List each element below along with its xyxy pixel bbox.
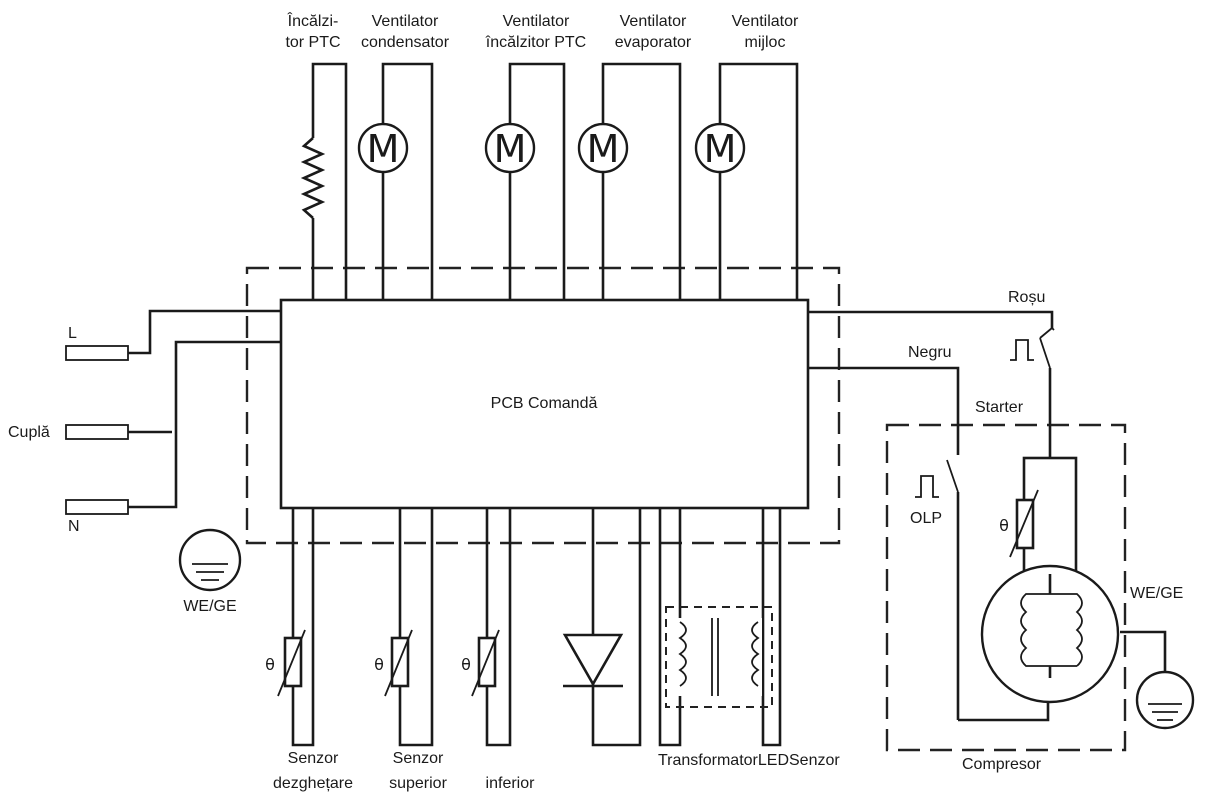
motor-icon-evaporator: M — [577, 122, 629, 174]
label-n: N — [68, 518, 80, 535]
svg-text:M: M — [704, 127, 737, 171]
label-ptc-heater-line2: tor PTC — [285, 34, 340, 51]
terminal-l — [65, 345, 129, 361]
label-condenser-fan-line2: condensator — [361, 34, 450, 51]
label-olp: OLP — [910, 510, 942, 527]
label-evaporator-fan-line1: Ventilator — [620, 13, 687, 30]
label-black-wire: Negru — [908, 344, 952, 361]
label-compressor: Compresor — [962, 756, 1042, 773]
svg-text:θ: θ — [265, 655, 275, 674]
svg-text:M: M — [587, 127, 620, 171]
label-ground-left: WE/GE — [183, 598, 236, 615]
label-ground-right: WE/GE — [1130, 585, 1183, 602]
svg-text:M: M — [494, 127, 527, 171]
label-coupling: Cuplă — [8, 424, 50, 441]
left-wiring — [128, 309, 281, 509]
thermistor-icon-top: θ — [374, 629, 413, 697]
label-ptc-heater-fan-line1: Ventilator — [503, 13, 570, 30]
label-ptc-heater-line1: Încălzi- — [287, 11, 339, 30]
label-defrost-sensor-line2: dezghețare — [273, 775, 353, 792]
thermistor-icon-bottom: θ — [461, 629, 500, 697]
transformer-icon — [665, 606, 773, 708]
motor-icon-condenser: M — [357, 122, 409, 174]
label-middle-fan-line2: mijloc — [745, 34, 786, 51]
motor-icon-middle: M — [694, 122, 746, 174]
starter-pulse-icon — [1010, 339, 1034, 361]
label-starter: Starter — [975, 399, 1024, 416]
motor-icon-ptc-heater-fan: M — [484, 122, 536, 174]
label-bottom-sensor: inferior — [486, 775, 536, 792]
resistor-icon — [300, 137, 326, 219]
svg-text:M: M — [367, 127, 400, 171]
thermistor-icon-defrost: θ — [265, 629, 306, 697]
ground-icon-left — [178, 528, 242, 592]
ground-icon-right — [1135, 670, 1195, 730]
label-top-sensor-line1: Senzor — [393, 750, 444, 767]
label-transformer-led-sensor: TransformatorLEDSenzor — [658, 752, 840, 769]
label-defrost-sensor-line1: Senzor — [288, 750, 339, 767]
ptc-starter-block: θ — [999, 456, 1078, 576]
svg-text:θ: θ — [999, 516, 1009, 535]
terminal-coupling — [65, 424, 129, 440]
top-wiring — [311, 62, 799, 300]
label-ptc-heater-fan-line2: încălzitor PTC — [485, 34, 586, 51]
olp-pulse-icon — [915, 475, 939, 498]
label-red-wire: Roșu — [1008, 289, 1045, 306]
label-evaporator-fan-line2: evaporator — [615, 34, 692, 51]
label-l: L — [68, 325, 77, 342]
compressor-motor-icon — [980, 564, 1120, 704]
svg-text:θ: θ — [461, 655, 471, 674]
label-top-sensor-line2: superior — [389, 775, 447, 792]
diode-icon — [562, 633, 624, 688]
compressor-dashed-enclosure — [885, 423, 1127, 752]
svg-text:θ: θ — [374, 655, 384, 674]
label-middle-fan-line1: Ventilator — [732, 13, 799, 30]
pcb-board — [279, 298, 810, 510]
pcb-dashed-enclosure — [245, 266, 841, 545]
label-condenser-fan-line1: Ventilator — [372, 13, 439, 30]
pcb-label: PCB Comandă — [491, 395, 598, 412]
terminal-n — [65, 499, 129, 515]
